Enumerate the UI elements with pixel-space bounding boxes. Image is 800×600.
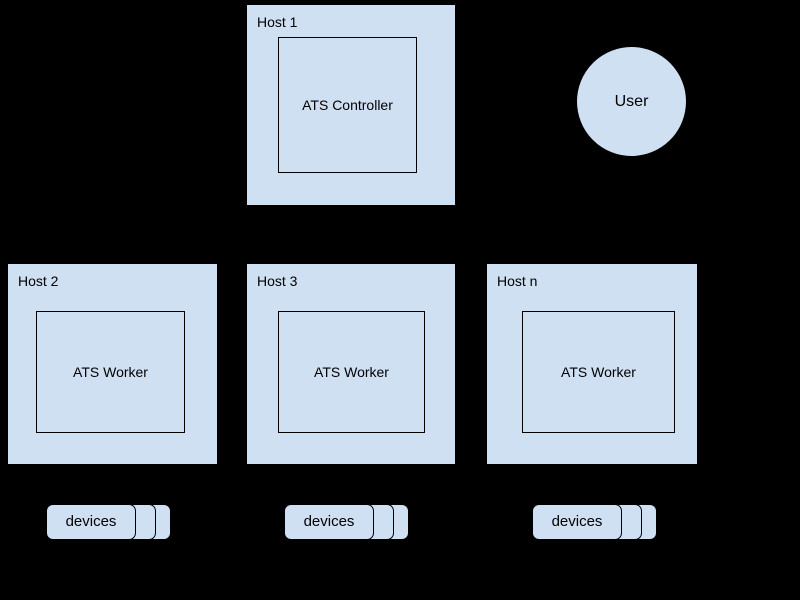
host-box-host-2[interactable]: Host 2 ATS Worker [8, 264, 217, 464]
component-box-ats-worker-2[interactable]: ATS Worker [36, 311, 185, 433]
host-label-host-1: Host 1 [257, 14, 298, 30]
device-stack-host-n[interactable]: devices [532, 504, 657, 540]
component-label-ats-worker-2: ATS Worker [73, 364, 148, 380]
host-box-host-3[interactable]: Host 3 ATS Worker [247, 264, 455, 464]
device-stack-layer-front[interactable]: devices [532, 504, 622, 540]
host-box-host-n[interactable]: Host n ATS Worker [487, 264, 697, 464]
component-box-ats-worker-n[interactable]: ATS Worker [522, 311, 675, 433]
device-stack-host-3[interactable]: devices [284, 504, 409, 540]
actor-user[interactable]: User [576, 46, 687, 157]
component-box-ats-worker-3[interactable]: ATS Worker [278, 311, 425, 433]
component-label-ats-worker-n: ATS Worker [561, 364, 636, 380]
host-box-host-1[interactable]: Host 1 ATS Controller [247, 5, 455, 205]
device-label-host-3: devices [303, 513, 355, 530]
device-stack-host-2[interactable]: devices [46, 504, 171, 540]
component-label-ats-controller: ATS Controller [302, 97, 393, 113]
host-label-host-2: Host 2 [18, 273, 59, 289]
device-stack-layer-front[interactable]: devices [46, 504, 136, 540]
device-label-host-2: devices [65, 513, 117, 530]
component-label-ats-worker-3: ATS Worker [314, 364, 389, 380]
component-box-ats-controller[interactable]: ATS Controller [278, 37, 417, 173]
actor-label-user: User [614, 92, 649, 110]
host-label-host-n: Host n [497, 273, 538, 289]
host-label-host-3: Host 3 [257, 273, 298, 289]
device-stack-layer-front[interactable]: devices [284, 504, 374, 540]
device-label-host-n: devices [551, 513, 603, 530]
